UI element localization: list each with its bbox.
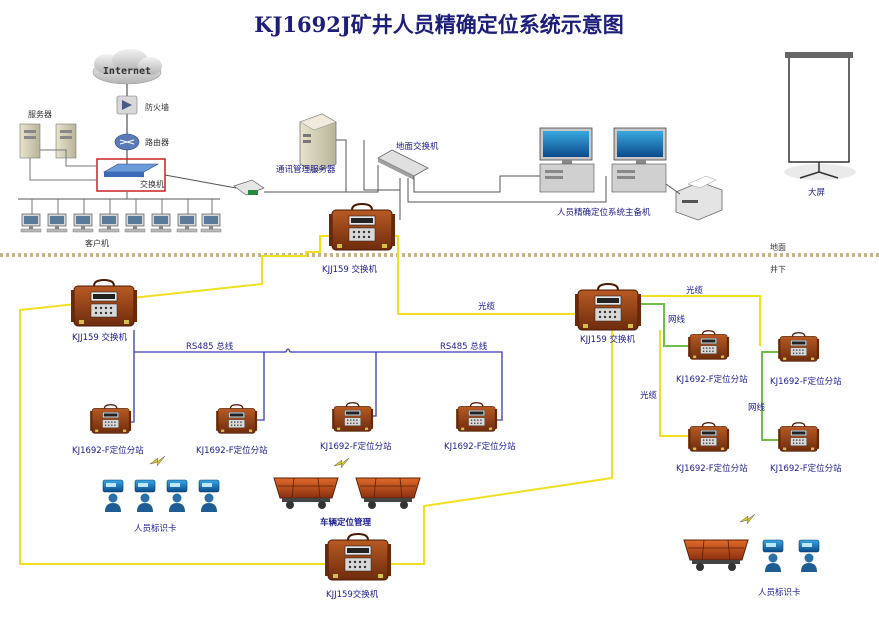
label-host: 人员精确定位系统主备机 xyxy=(557,207,651,218)
label-sub-3: KJ1692-F定位分站 xyxy=(320,441,392,452)
label-sub-6: KJ1692-F定位分站 xyxy=(770,376,842,387)
client-pc-icon xyxy=(20,213,42,233)
projection-screen-icon xyxy=(784,52,856,180)
label-clients: 客户机 xyxy=(85,238,109,248)
label-fiber-3: 光缆 xyxy=(640,390,658,401)
label-sub-5: KJ1692-F定位分站 xyxy=(676,374,748,385)
surface-network: Internet 防火墙 路由器 交换机 服务器 xyxy=(18,49,265,248)
wireless-signal-icon xyxy=(739,513,756,525)
host-machine-icon xyxy=(539,127,595,193)
mine-cart-icon xyxy=(683,539,749,572)
label-rs485-1: RS485 总线 xyxy=(186,341,234,352)
person-card-icon xyxy=(198,479,220,513)
switch-icon xyxy=(102,163,160,177)
label-internet: Internet xyxy=(103,66,151,77)
label-sub-1: KJ1692-F定位分站 xyxy=(72,445,144,456)
client-pc-icon xyxy=(124,213,146,233)
client-computers xyxy=(20,199,222,233)
station-1-icon xyxy=(89,404,132,434)
station-5-icon xyxy=(687,330,730,360)
kjj159-switch-top-icon xyxy=(328,203,396,251)
kjj159-switch-bottom-icon xyxy=(324,533,392,581)
station-4-icon xyxy=(455,402,498,432)
diagram-title: KJ1692J矿井人员精确定位系统示意图 xyxy=(254,12,624,37)
label-ground: 地面 xyxy=(770,242,786,252)
label-underground: 井下 xyxy=(770,264,786,274)
station-7-icon xyxy=(687,422,730,452)
kjj159-switch-left-icon xyxy=(70,279,138,327)
label-comm-server: 通讯管理服务器 xyxy=(276,164,336,175)
label-sub-2: KJ1692-F定位分站 xyxy=(196,445,268,456)
internet-cloud-icon: Internet xyxy=(92,49,162,85)
person-card-icon xyxy=(762,539,784,573)
client-pc-icon xyxy=(98,213,120,233)
label-vehicle-mgmt: 车辆定位管理 xyxy=(320,517,372,528)
client-pc-icon xyxy=(176,213,198,233)
router-icon xyxy=(114,133,140,151)
label-big-screen: 大屏 xyxy=(808,187,826,198)
client-pc-icon xyxy=(150,213,172,233)
label-kjj-top: KJJ159 交换机 xyxy=(322,264,378,275)
station-2-icon xyxy=(215,404,258,434)
label-net-1: 网线 xyxy=(668,314,686,325)
kjj159-switch-right-icon xyxy=(574,283,642,331)
station-6-icon xyxy=(777,332,820,362)
host-machine-icon xyxy=(611,127,667,193)
label-net-2: 网线 xyxy=(748,402,766,413)
person-card-icon xyxy=(102,479,124,513)
wireless-signal-icon xyxy=(149,455,166,467)
label-kjj-bottom: KJJ159交换机 xyxy=(326,589,379,600)
label-switch-top: 交换机 xyxy=(140,179,164,189)
label-ground-switch: 地面交换机 xyxy=(396,141,439,152)
station-8-icon xyxy=(777,422,820,452)
ground-switch-icon xyxy=(377,149,429,180)
label-person-card-1: 人员标识卡 xyxy=(134,523,177,534)
label-fiber-1: 光缆 xyxy=(478,301,496,312)
person-card-icon xyxy=(166,479,188,513)
label-kjj-left: KJJ159 交换机 xyxy=(72,332,128,343)
comm-server-icon xyxy=(299,113,337,173)
label-sub-7: KJ1692-F定位分站 xyxy=(676,463,748,474)
label-router: 路由器 xyxy=(145,137,169,147)
label-kjj-right: KJJ159 交换机 xyxy=(580,334,636,345)
person-card-icon xyxy=(134,479,156,513)
label-sub-4: KJ1692-F定位分站 xyxy=(444,441,516,452)
server-icon xyxy=(19,123,77,159)
printer-icon xyxy=(675,175,723,221)
label-servers: 服务器 xyxy=(28,109,52,119)
client-pc-icon xyxy=(46,213,68,233)
firewall-icon xyxy=(116,95,138,115)
label-rs485-2: RS485 总线 xyxy=(440,341,488,352)
client-pc-icon xyxy=(72,213,94,233)
station-3-icon xyxy=(331,402,374,432)
media-converter-icon xyxy=(233,179,265,196)
mine-cart-icon xyxy=(273,477,339,510)
client-pc-icon xyxy=(200,213,222,233)
wireless-signal-icon xyxy=(333,457,350,469)
label-firewall: 防火墙 xyxy=(145,102,169,112)
network-cables xyxy=(632,303,780,441)
label-person-card-2: 人员标识卡 xyxy=(758,587,801,598)
label-sub-8: KJ1692-F定位分站 xyxy=(770,463,842,474)
label-fiber-2: 光缆 xyxy=(686,285,704,296)
person-card-icon xyxy=(798,539,820,573)
mine-cart-icon xyxy=(355,477,421,510)
personnel-cards-left xyxy=(102,479,220,513)
